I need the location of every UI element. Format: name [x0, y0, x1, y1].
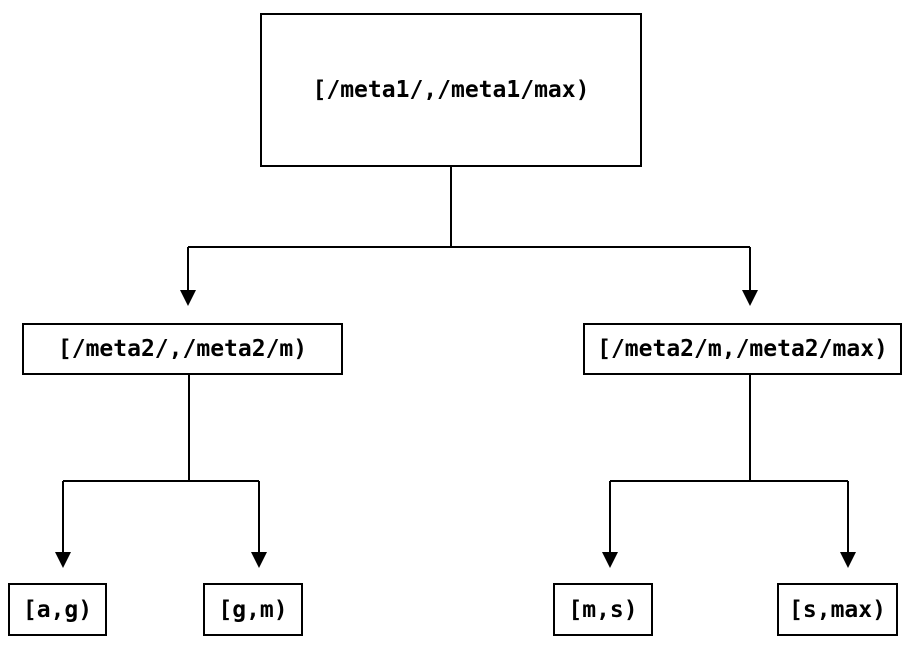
node-leaf-g-m: [g,m): [203, 583, 303, 636]
node-meta2-upper-range: [/meta2/m,/meta2/max): [583, 323, 902, 375]
edge-left-children: [55, 375, 267, 568]
node-label: [g,m): [218, 596, 288, 623]
node-label: [m,s): [568, 596, 638, 623]
node-leaf-s-max: [s,max): [777, 583, 898, 636]
node-label: [/meta1/,/meta1/max): [312, 77, 590, 103]
edge-right-children: [602, 375, 856, 568]
arrowhead-down-icon: [840, 552, 856, 568]
node-label: [s,max): [789, 596, 886, 623]
arrowhead-down-icon: [742, 290, 758, 306]
node-label: [/meta2/,/meta2/m): [57, 336, 308, 362]
arrowhead-down-icon: [251, 552, 267, 568]
edge-root-children: [180, 167, 758, 306]
node-label: [/meta2/m,/meta2/max): [597, 336, 888, 362]
arrowhead-down-icon: [55, 552, 71, 568]
arrowhead-down-icon: [180, 290, 196, 306]
node-leaf-a-g: [a,g): [8, 583, 107, 636]
node-meta2-lower-range: [/meta2/,/meta2/m): [22, 323, 343, 375]
arrowhead-down-icon: [602, 552, 618, 568]
node-meta1-range: [/meta1/,/meta1/max): [260, 13, 642, 167]
node-label: [a,g): [22, 596, 93, 623]
node-leaf-m-s: [m,s): [553, 583, 653, 636]
